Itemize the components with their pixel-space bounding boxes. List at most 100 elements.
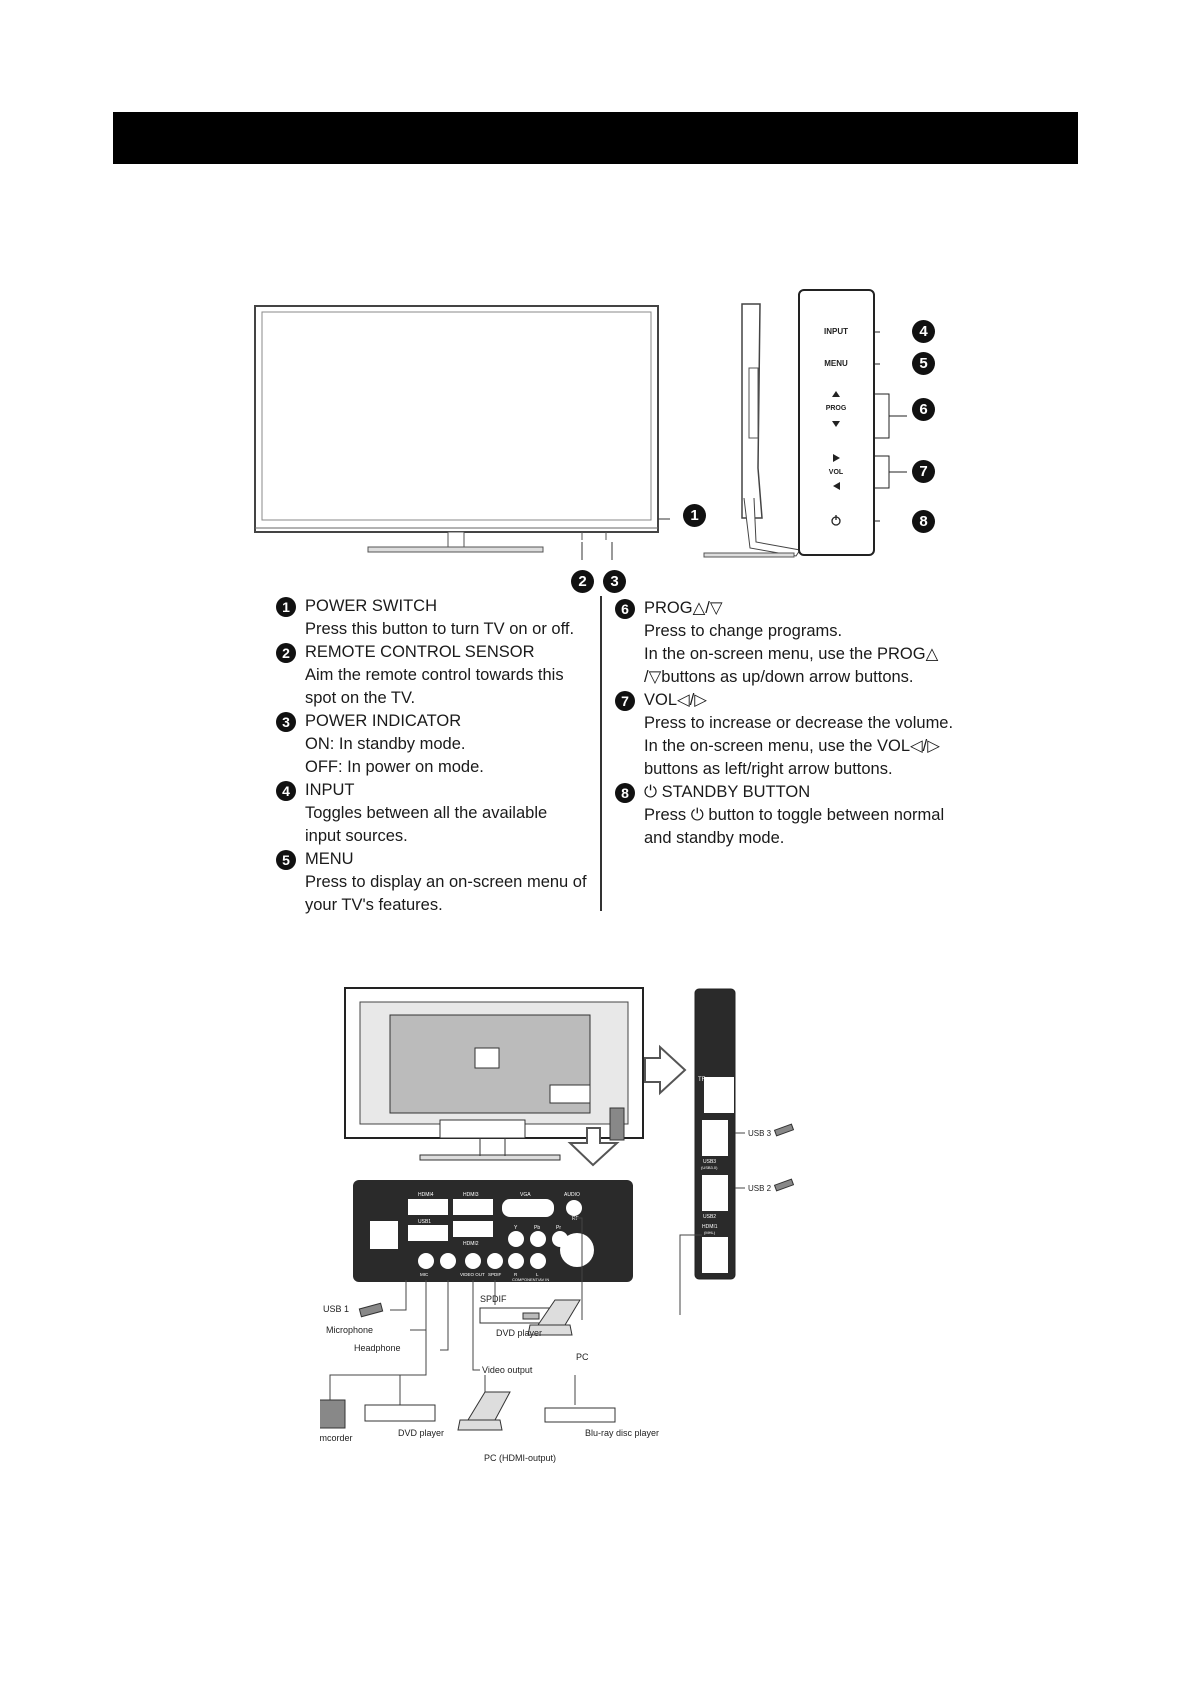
port-l-label: L [536, 1272, 539, 1277]
item-title: INPUT [305, 781, 355, 799]
item-line: Toggles between all the available [305, 804, 548, 822]
side-port-tf: TF [698, 1077, 706, 1083]
label-spdif: SPDIF [480, 1294, 507, 1304]
port-hdmi3-label: HDMI3 [463, 1192, 479, 1198]
item-line: OFF: In power on mode. [305, 758, 484, 776]
label-pc-hdmi: PC (HDMI-output) [484, 1453, 556, 1463]
item-title: PROG△/▽ [644, 599, 723, 617]
callout-6: 6 [912, 398, 935, 421]
dvd-player-icon-2 [364, 1404, 436, 1422]
callout-3: 3 [603, 570, 626, 593]
side-connector-panel: TF USB3 (USB3.0) USB2 HDMI1 (MHL) USB 3 … [640, 985, 820, 1315]
usb-stick-icon-2 [773, 1178, 795, 1192]
port-y-label: Y [514, 1225, 518, 1231]
label-video-output: Video output [482, 1365, 533, 1375]
item-line: buttons as left/right arrow buttons. [644, 760, 893, 778]
item-line: Press this button to turn TV on or off. [305, 620, 575, 638]
item-line: your TV's features. [305, 896, 443, 914]
port-mic-label: MIC [420, 1272, 429, 1277]
port-audio-label: AUDIO [564, 1192, 580, 1198]
desc-item-power-indicator: 3 POWER INDICATOR ON: In standby mode. O… [276, 710, 596, 779]
callout-2: 2 [571, 570, 594, 593]
laptop-icon [527, 1299, 581, 1336]
num-badge: 3 [276, 712, 296, 732]
item-line: input sources. [305, 827, 408, 845]
desc-item-vol: 7 VOL◁/▷ Press to increase or decrease t… [615, 689, 965, 781]
num-badge: 4 [276, 781, 296, 801]
callout-1: 1 [683, 504, 706, 527]
side-port-hdmi1: HDMI1 [702, 1224, 718, 1230]
usb-stick-icon [358, 1302, 384, 1318]
num-badge: 2 [276, 643, 296, 663]
port-pr-label: Pr [556, 1225, 561, 1231]
item-line: In the on-screen menu, use the VOL◁/▷ [644, 737, 940, 755]
label-bluray: Blu-ray disc player [585, 1428, 659, 1438]
tv-rear-icon [344, 987, 644, 1161]
side-port-usb3-sub: (USB3.0) [701, 1165, 718, 1170]
port-rf-label: RF [572, 1216, 579, 1222]
bluray-player-icon [544, 1407, 616, 1423]
side-device-usb2: USB 2 [748, 1184, 772, 1193]
desc-item-prog: 6 PROG△/▽ Press to change programs. In t… [615, 597, 965, 689]
num-badge: 8 [615, 783, 635, 803]
item-title: ⏻ STANDBY BUTTON [644, 783, 811, 801]
callout-8: 8 [912, 510, 935, 533]
rear-connection-diagram: HDMI4 HDMI3 HDMI2 VGA AUDIO USB1 MIC VID… [320, 980, 800, 1480]
desc-item-standby: 8 ⏻ STANDBY BUTTON Press ⏻ button to tog… [615, 781, 965, 850]
callout-4: 4 [912, 320, 935, 343]
column-divider [600, 596, 602, 911]
port-hdmi2-label: HDMI2 [463, 1241, 479, 1247]
port-vga-label: VGA [520, 1192, 531, 1198]
desc-item-menu: 5 MENU Press to display an on-screen men… [276, 848, 596, 917]
callout-7: 7 [912, 460, 935, 483]
port-spdif-label: SPDIF [488, 1272, 502, 1277]
side-button-prog-label: PROG [826, 405, 847, 412]
item-line: Press to display an on-screen menu of [305, 873, 587, 891]
port-component-label: COMPONENT/AV IN [512, 1277, 549, 1282]
num-badge: 7 [615, 691, 635, 711]
item-line: Aim the remote control towards this [305, 666, 564, 684]
side-button-vol-label: VOL [829, 469, 844, 476]
item-line: In the on-screen menu, use the PROG△ [644, 645, 939, 663]
camcorder-icon [320, 1399, 346, 1429]
item-title: MENU [305, 850, 354, 868]
label-pc: PC [576, 1352, 589, 1362]
item-title: POWER SWITCH [305, 597, 437, 615]
label-dvd-player: DVD player [398, 1428, 444, 1438]
tv-front-figure [250, 290, 670, 560]
num-badge: 6 [615, 599, 635, 619]
right-arrow-icon [644, 1044, 687, 1096]
side-port-hdmi1-sub: (MHL) [704, 1230, 716, 1235]
num-badge: 5 [276, 850, 296, 870]
laptop-icon-2 [457, 1391, 511, 1431]
down-arrow-icon [567, 1127, 620, 1167]
item-title: POWER INDICATOR [305, 712, 462, 730]
side-port-usb3: USB3 [703, 1159, 716, 1165]
side-port-usb2: USB2 [703, 1214, 716, 1220]
tv-side-figure: INPUT MENU PROG VOL [700, 288, 880, 558]
usb-stick-icon-3 [773, 1123, 795, 1137]
descriptions-left: 1 POWER SWITCH Press this button to turn… [276, 595, 596, 917]
desc-item-remote-sensor: 2 REMOTE CONTROL SENSOR Aim the remote c… [276, 641, 596, 710]
item-line: spot on the TV. [305, 689, 416, 707]
item-line: Press ⏻ button to toggle between normal [644, 806, 945, 824]
rear-connector-panel: HDMI4 HDMI3 HDMI2 VGA AUDIO USB1 MIC VID… [353, 1180, 633, 1282]
port-usb1-label: USB1 [418, 1219, 431, 1225]
label-dvd-player-top: DVD player [496, 1328, 542, 1338]
port-hdmi4-label: HDMI4 [418, 1192, 434, 1198]
item-line: ON: In standby mode. [305, 735, 466, 753]
num-badge: 1 [276, 597, 296, 617]
side-button-input-label: INPUT [824, 327, 848, 336]
item-title: REMOTE CONTROL SENSOR [305, 643, 535, 661]
side-button-menu-label: MENU [824, 359, 848, 368]
port-video-out-label: VIDEO OUT [460, 1272, 485, 1277]
callout-5: 5 [912, 352, 935, 375]
desc-item-power-switch: 1 POWER SWITCH Press this button to turn… [276, 595, 596, 641]
section-header-bar [113, 112, 1078, 164]
item-line: and standby mode. [644, 829, 785, 847]
side-brackets [875, 380, 915, 490]
label-headphone: Headphone [354, 1343, 401, 1353]
item-title: VOL◁/▷ [644, 691, 707, 709]
label-microphone: Microphone [326, 1325, 373, 1335]
label-camcorder: Camcorder [320, 1433, 353, 1443]
